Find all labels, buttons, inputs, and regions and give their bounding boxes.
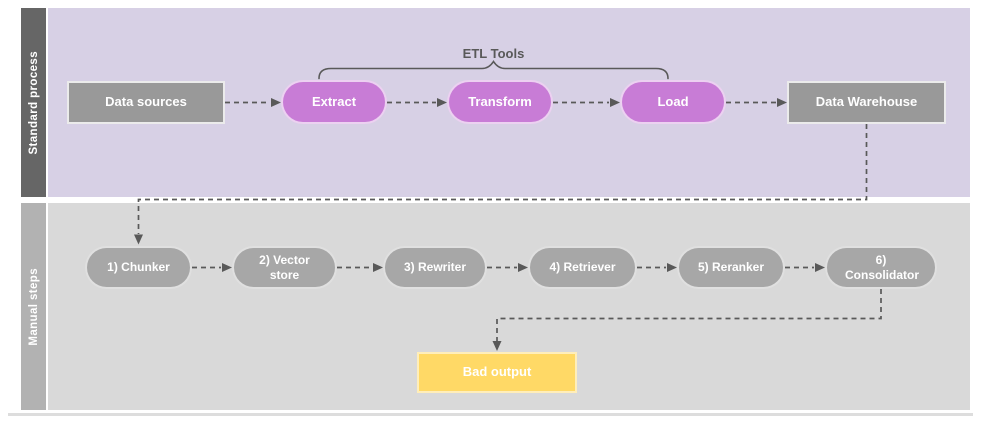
- node-extract: Extract: [281, 80, 387, 124]
- node-reranker: 5) Reranker: [677, 246, 785, 289]
- node-data-warehouse: Data Warehouse: [787, 81, 946, 124]
- node-consolidator: 6) Consolidator: [825, 246, 937, 289]
- node-rewriter-label: 3) Rewriter: [403, 260, 467, 274]
- node-retriever-label: 4) Retriever: [549, 260, 616, 274]
- node-transform: Transform: [447, 80, 553, 124]
- node-transform-label: Transform: [468, 93, 532, 109]
- node-reranker-label: 5) Reranker: [697, 260, 765, 274]
- node-retriever: 4) Retriever: [528, 246, 637, 289]
- lane-header-manual-steps: Manual steps: [21, 203, 46, 410]
- node-chunker-label: 1) Chunker: [107, 260, 170, 274]
- node-rewriter: 3) Rewriter: [383, 246, 487, 289]
- node-vector-store: 2) Vector store: [232, 246, 337, 289]
- node-vector-store-label: 2) Vector store: [259, 252, 310, 282]
- node-bad-output: Bad output: [417, 352, 577, 393]
- lane-header-standard-process: Standard process: [21, 8, 46, 197]
- page-bottom-edge: [8, 413, 973, 416]
- node-data-warehouse-label: Data Warehouse: [815, 94, 918, 110]
- node-bad-output-label: Bad output: [462, 364, 532, 380]
- etl-tools-label: ETL Tools: [462, 46, 525, 61]
- node-data-sources-label: Data sources: [105, 94, 187, 110]
- node-consolidator-label: 6) Consolidator: [845, 252, 919, 282]
- node-load: Load: [620, 80, 726, 124]
- lane-label-standard-process: Standard process: [27, 50, 40, 155]
- lane-label-manual-steps: Manual steps: [27, 267, 40, 346]
- node-data-sources: Data sources: [67, 81, 225, 124]
- node-extract-label: Extract: [311, 93, 357, 109]
- node-chunker: 1) Chunker: [85, 246, 192, 289]
- node-load-label: Load: [657, 93, 689, 109]
